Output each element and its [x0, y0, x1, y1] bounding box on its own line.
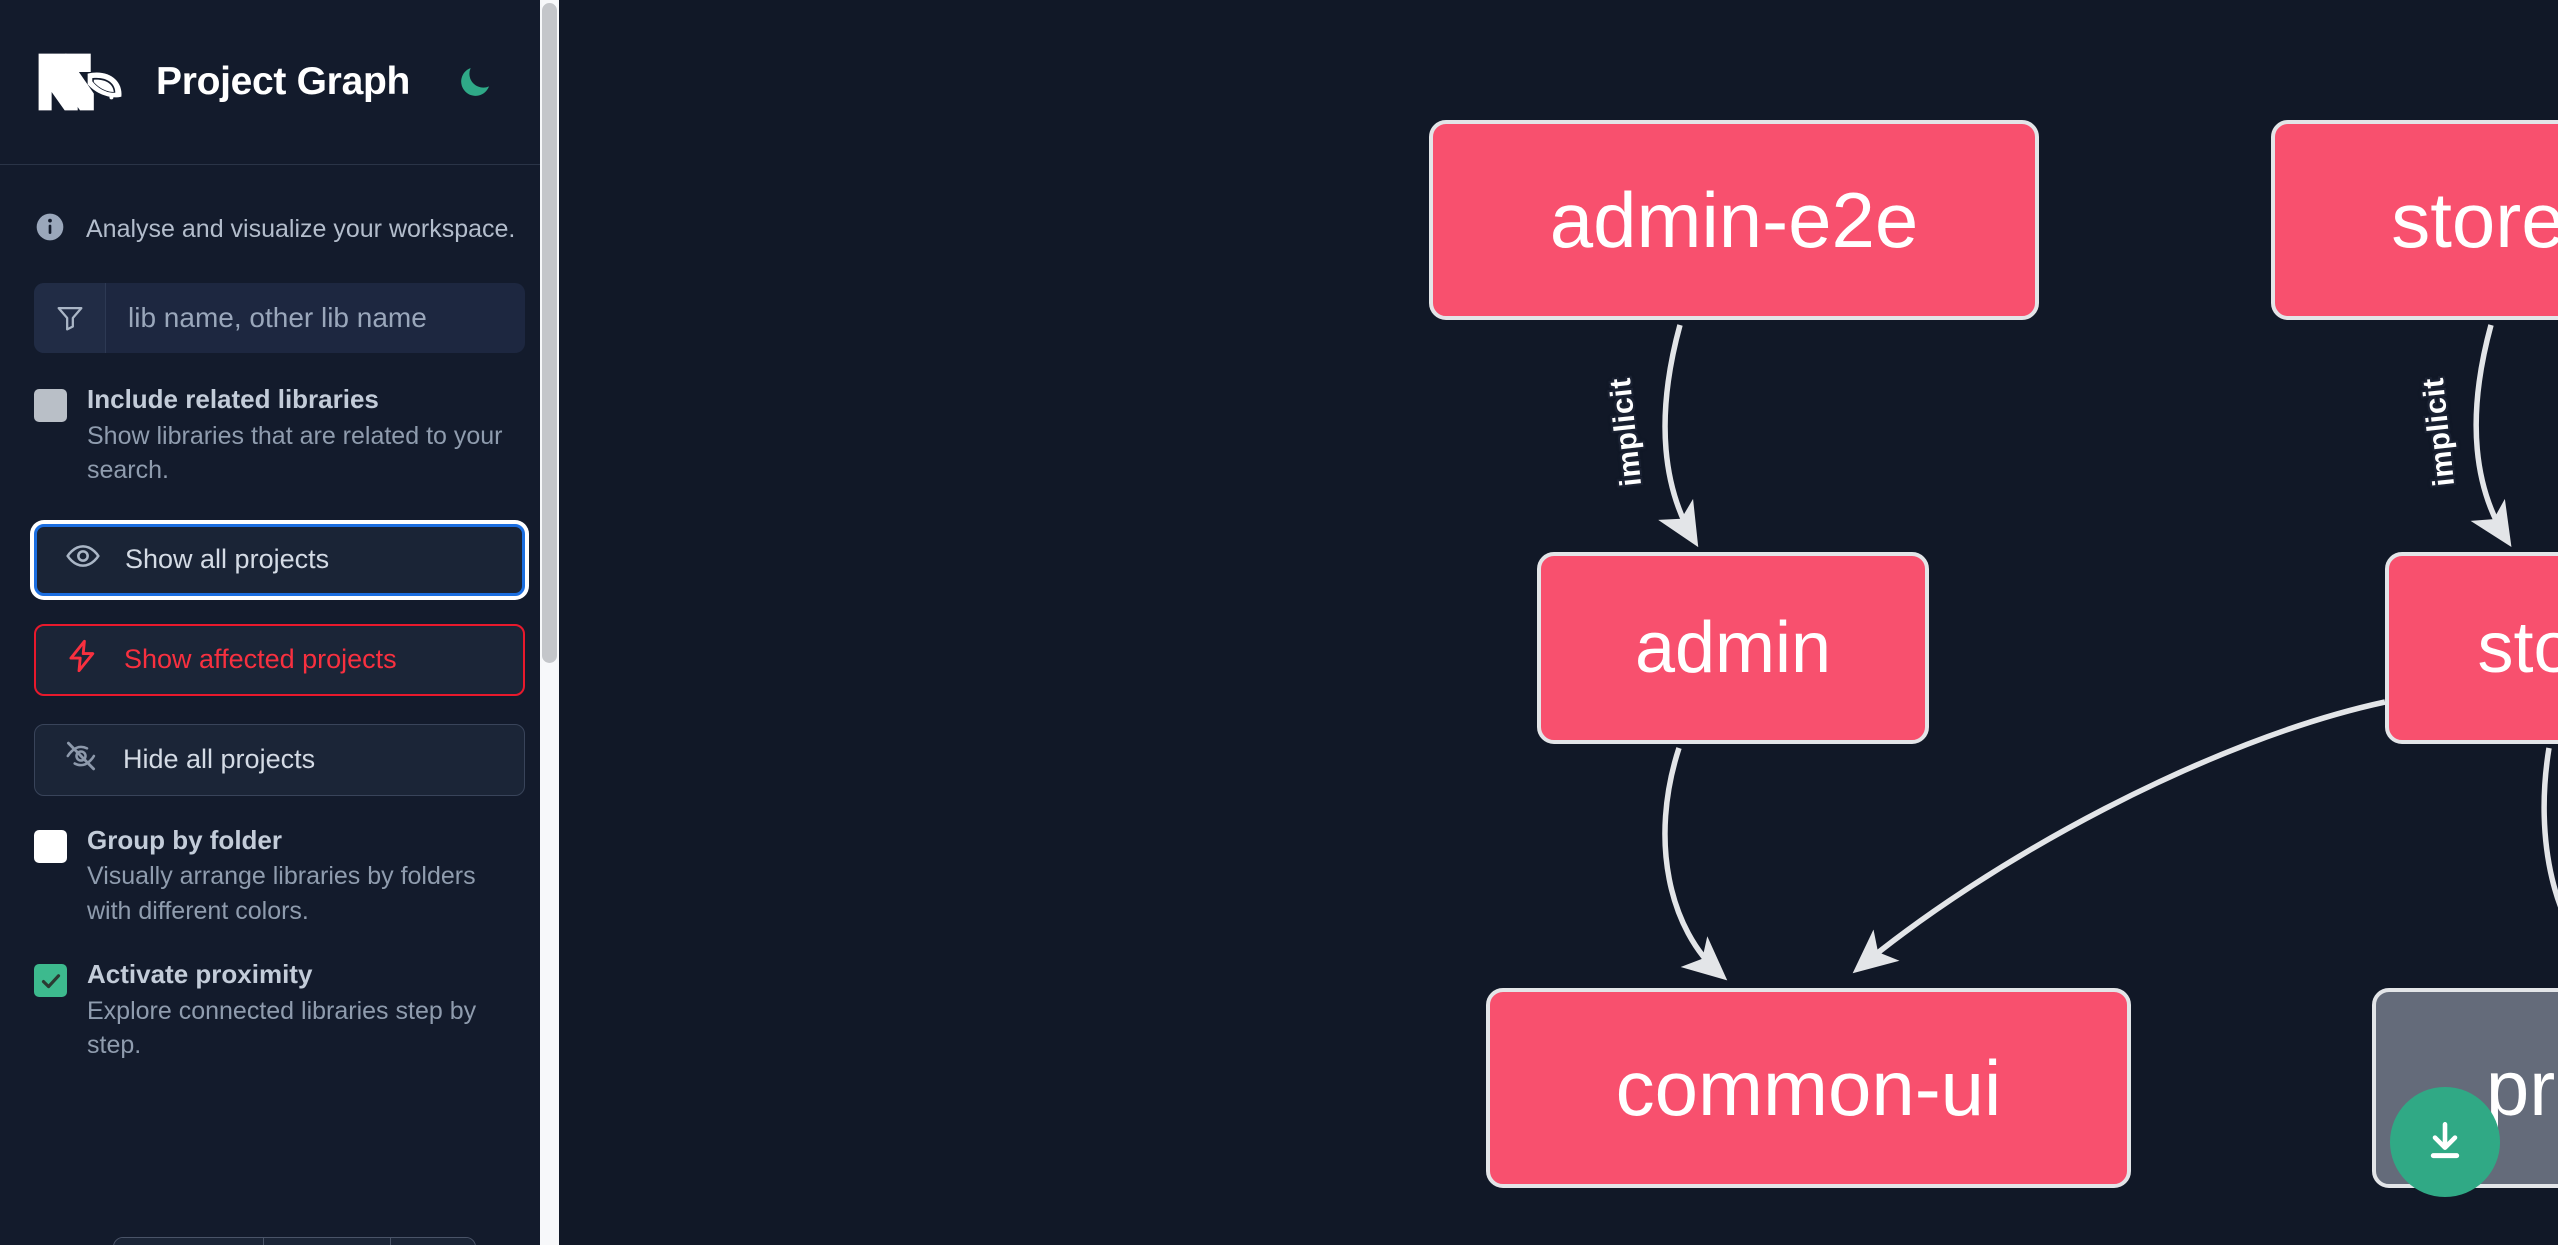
- checkbox-row-activate-proximity[interactable]: Activate proximity Explore connected lib…: [0, 958, 559, 1063]
- funnel-filter-icon: [34, 283, 106, 353]
- segmented-option-2[interactable]: [264, 1238, 391, 1245]
- include-related-libraries-checkbox[interactable]: [34, 389, 67, 422]
- graph-node-admin-e2e[interactable]: admin-e2e: [1429, 120, 2039, 320]
- graph-edges: [1658, 324, 2558, 981]
- include-related-libraries-label: Include related libraries: [87, 384, 379, 414]
- eye-off-icon: [63, 738, 99, 781]
- edge-admin-to-common-ui: [1662, 747, 1728, 981]
- checkbox-row-group-by-folder[interactable]: Group by folder Visually arrange librari…: [0, 824, 559, 929]
- sidebar-header: Project Graph: [0, 0, 559, 165]
- include-related-libraries-description: Show libraries that are related to your …: [87, 421, 503, 485]
- hide-all-projects-label: Hide all projects: [123, 744, 316, 774]
- segmented-option-1[interactable]: [114, 1238, 264, 1245]
- graph-node-label: store-e2e: [2391, 175, 2558, 264]
- download-graph-button[interactable]: [2390, 1087, 2500, 1197]
- workspace-note: Analyse and visualize your workspace.: [0, 165, 559, 261]
- edge-store-to-common-ui: [1852, 699, 2386, 974]
- graph-node-store[interactable]: store: [2385, 552, 2558, 744]
- checkbox-row-include-related-libraries[interactable]: Include related libraries Show libraries…: [0, 383, 559, 488]
- group-by-folder-label: Group by folder: [87, 824, 282, 855]
- info-circle-icon: [34, 211, 66, 248]
- hide-all-projects-button[interactable]: Hide all projects: [34, 723, 525, 796]
- moon-icon[interactable]: [452, 59, 498, 105]
- graph-node-common-ui[interactable]: common-ui: [1486, 988, 2131, 1188]
- edge-store-to-products: [2541, 747, 2558, 908]
- filter-search-box[interactable]: [34, 283, 525, 353]
- checkmark-icon: [41, 973, 60, 988]
- graph-node-admin[interactable]: admin: [1537, 552, 1929, 744]
- segmented-option-3[interactable]: [391, 1238, 475, 1245]
- show-affected-projects-button[interactable]: Show affected projects: [34, 623, 525, 696]
- activate-proximity-label: Activate proximity: [87, 959, 313, 989]
- graph-node-label: common-ui: [1615, 1043, 2002, 1132]
- project-visibility-buttons: Show all projects Show affected projects: [0, 523, 559, 796]
- workspace-note-text: Analyse and visualize your workspace.: [86, 214, 516, 243]
- show-all-projects-button[interactable]: Show all projects: [34, 523, 525, 596]
- sidebar-scrollbar-track[interactable]: [540, 0, 559, 1245]
- sidebar: Project Graph Analyse and visualize your…: [0, 0, 559, 1245]
- download-icon: [2420, 1116, 2470, 1169]
- edge-store-e2e-to-store: [2470, 324, 2512, 547]
- group-by-folder-checkbox[interactable]: [34, 829, 67, 863]
- activate-proximity-description: Explore connected libraries step by step…: [87, 996, 477, 1060]
- show-all-projects-label: Show all projects: [125, 544, 330, 574]
- nx-logo-icon: [34, 49, 126, 115]
- search-input[interactable]: [106, 283, 525, 353]
- graph-node-products[interactable]: products: [2372, 988, 2558, 1188]
- graph-node-label: products: [2485, 1043, 2558, 1132]
- graph-node-label: admin: [1634, 608, 1832, 688]
- lightning-bolt-icon: [64, 638, 100, 681]
- page-title: Project Graph: [156, 60, 410, 103]
- activate-proximity-checkbox[interactable]: [34, 964, 67, 997]
- sidebar-scrollbar-thumb[interactable]: [542, 3, 557, 663]
- graph-node-label: store: [2477, 608, 2558, 688]
- group-by-folder-description: Visually arrange libraries by folders wi…: [87, 862, 476, 925]
- graph-node-label: admin-e2e: [1549, 175, 1919, 264]
- graph-canvas[interactable]: admin-e2e store-e2e admin store common-u…: [559, 0, 2558, 1245]
- eye-icon: [65, 538, 101, 581]
- edge-admin-e2e-to-admin: [1658, 324, 1699, 548]
- show-affected-projects-label: Show affected projects: [124, 644, 397, 674]
- proximity-segmented-control[interactable]: [113, 1237, 476, 1245]
- graph-node-store-e2e[interactable]: store-e2e: [2271, 120, 2558, 320]
